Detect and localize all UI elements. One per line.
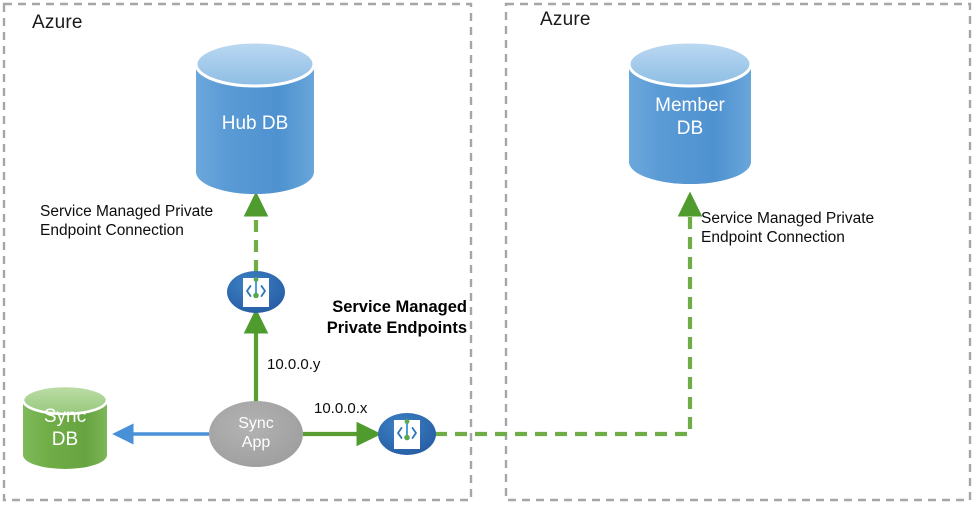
private-link-icon [394, 419, 420, 449]
node-sync-app[interactable] [209, 401, 303, 467]
node-sync-db[interactable] [21, 384, 109, 469]
ip-label-hub: 10.0.0.y [267, 356, 321, 373]
service-managed-private-endpoints-title: Service Managed Private Endpoints [326, 298, 467, 337]
private-link-icon [243, 277, 269, 307]
node-member-db[interactable] [627, 40, 753, 184]
node-private-endpoint-member[interactable] [378, 413, 436, 455]
member-connection-annotation: Service Managed Private Endpoint Connect… [701, 210, 875, 246]
node-private-endpoint-hub[interactable] [227, 271, 285, 313]
panel-left-title: Azure [32, 12, 83, 33]
hub-connection-annotation: Service Managed Private Endpoint Connect… [40, 203, 214, 239]
ip-label-member: 10.0.0.x [314, 400, 368, 417]
connector-member-private-endpoint [435, 191, 703, 437]
panel-right-title: Azure [540, 9, 591, 30]
node-hub-db[interactable] [194, 40, 316, 194]
